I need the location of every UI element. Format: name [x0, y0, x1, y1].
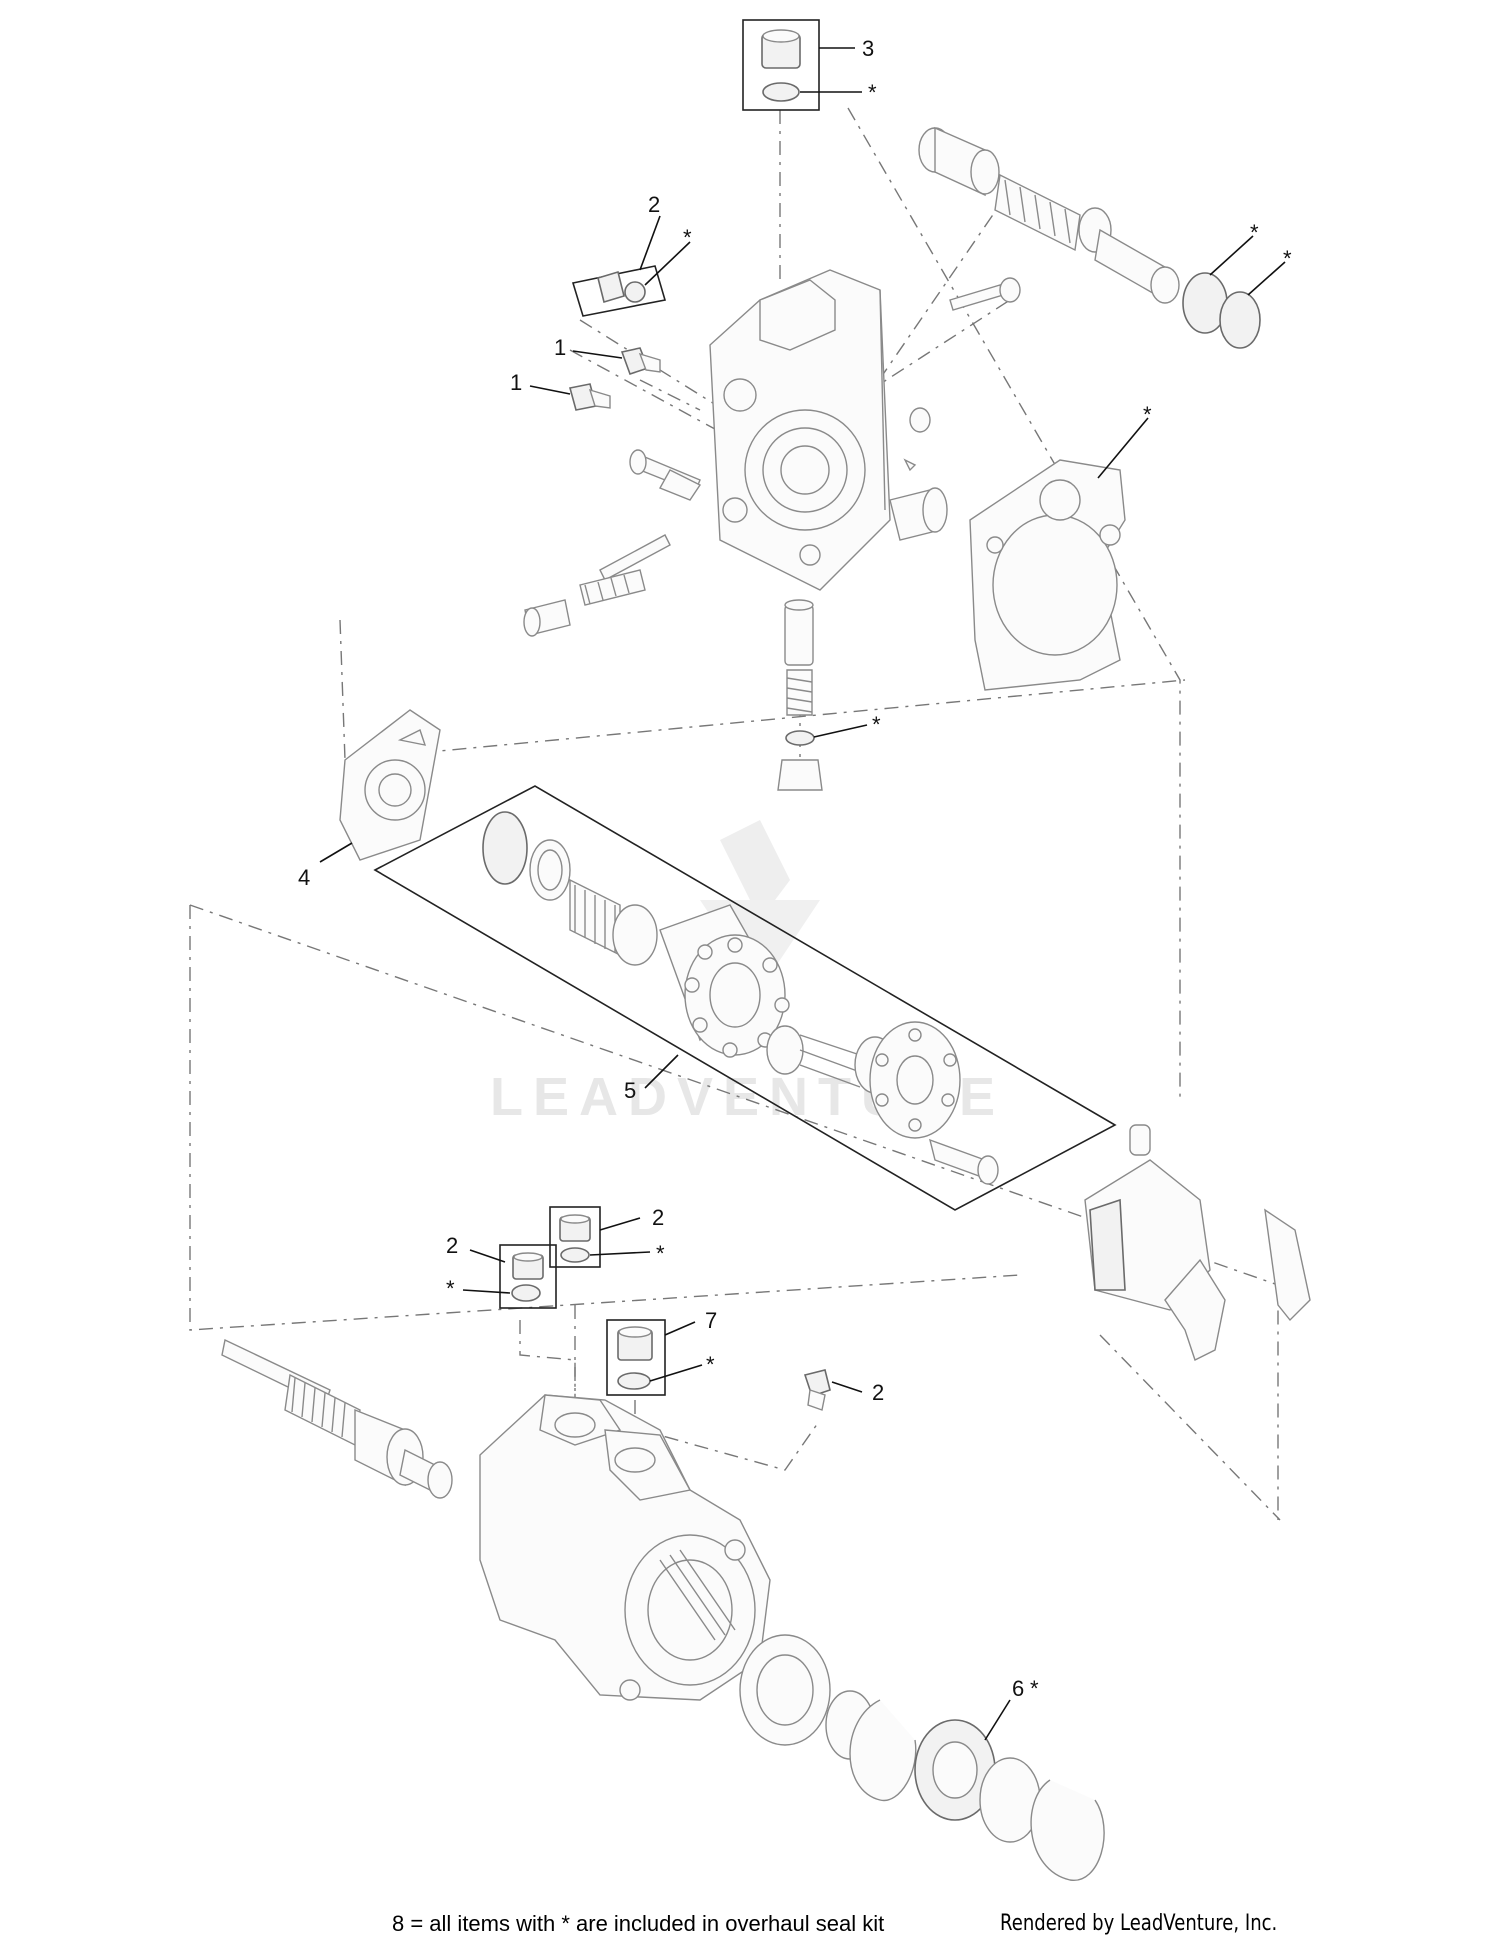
o-ring-seal — [617, 1372, 651, 1390]
plug-item-2-single — [803, 1369, 831, 1411]
o-ring-seal — [511, 1284, 541, 1302]
relief-valve-cartridge — [777, 599, 823, 791]
kit-marker: * — [868, 80, 877, 105]
kit-marker: * — [683, 225, 692, 250]
kit-marker: * — [872, 712, 881, 737]
plug-item-1-lower — [569, 383, 611, 411]
end-cap-gasket — [969, 459, 1126, 691]
o-ring-seal — [762, 82, 800, 102]
kit-marker: * — [1283, 246, 1292, 271]
plug-item-1-upper — [620, 347, 661, 376]
callout-2: 2 — [648, 192, 660, 217]
callout-1: 1 — [554, 335, 566, 360]
plug-item-2-kit-upper — [571, 265, 667, 317]
kit-marker: * — [706, 1352, 715, 1377]
render-credit: Rendered by LeadVenture, Inc. — [1000, 1911, 1278, 1936]
control-valve-spool-assembly — [918, 126, 1261, 349]
relief-valve-parts-right — [889, 277, 1021, 541]
o-ring-seal — [1219, 291, 1261, 349]
kit-marker: * — [446, 1276, 455, 1301]
seal-kit-footnote: 8 = all items with * are included in ove… — [392, 1911, 885, 1936]
o-ring-seal — [624, 281, 646, 303]
main-pump-housing — [479, 1394, 771, 1701]
swashplate — [1084, 1124, 1311, 1361]
drive-shaft — [221, 1338, 453, 1499]
plug-item-2-kit-lower-right — [549, 1206, 601, 1268]
o-ring-seal — [482, 811, 528, 885]
plug-item-7-kit — [606, 1319, 666, 1396]
rotating-group-item-5 — [373, 785, 1117, 1211]
callout-2: 2 — [652, 1205, 664, 1230]
plug-item-2-kit-lower-left — [499, 1244, 557, 1309]
kit-marker: * — [1250, 220, 1259, 245]
front-bearing-and-seals — [739, 1634, 1105, 1881]
callout-1: 1 — [510, 370, 522, 395]
kit-marker: * — [656, 1241, 665, 1266]
callout-6: 6 — [1012, 1676, 1024, 1701]
o-ring-seal — [560, 1247, 590, 1263]
end-cap-housing — [709, 269, 891, 591]
callouts: 3 * 2 * 1 1 * * * * 4 5 2 * 2 * 7 * — [298, 36, 1292, 1741]
callout-2: 2 — [446, 1233, 458, 1258]
kit-marker: * — [1143, 402, 1152, 427]
callout-2: 2 — [872, 1380, 884, 1405]
valve-plate-item-4 — [339, 709, 441, 861]
plug-item-3-kit — [742, 19, 820, 111]
callout-4: 4 — [298, 865, 310, 890]
callout-3: 3 — [862, 36, 874, 61]
o-ring-seal — [785, 730, 815, 746]
callout-7: 7 — [705, 1308, 717, 1333]
relief-valve-parts-left — [523, 449, 702, 637]
callout-5: 5 — [624, 1078, 636, 1103]
kit-marker: * — [1030, 1676, 1039, 1701]
